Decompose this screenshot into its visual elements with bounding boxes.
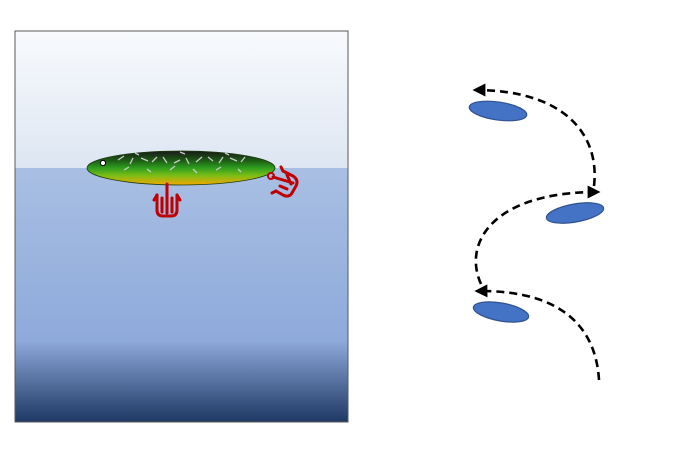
lure-positions bbox=[468, 100, 605, 323]
lure-position-ellipse bbox=[545, 202, 605, 224]
water-scene-panel bbox=[14, 30, 349, 423]
dashed-arrow bbox=[474, 284, 601, 381]
treble-hook-icon bbox=[152, 182, 182, 218]
lure-speckles bbox=[117, 151, 246, 174]
dashed-arrow bbox=[474, 185, 601, 285]
motion-path-group bbox=[472, 83, 601, 381]
lure-position-ellipse bbox=[472, 301, 530, 323]
lure-body bbox=[86, 150, 276, 186]
fishing-spoon-lure-icon bbox=[86, 150, 276, 186]
sky-area bbox=[15, 31, 348, 168]
panel-border bbox=[14, 30, 349, 423]
dashed-arrow bbox=[472, 83, 596, 187]
treble-hook-icon bbox=[270, 165, 299, 198]
lure-eye bbox=[99, 159, 107, 167]
water-area bbox=[15, 168, 348, 422]
lure-position-ellipse bbox=[468, 100, 528, 122]
